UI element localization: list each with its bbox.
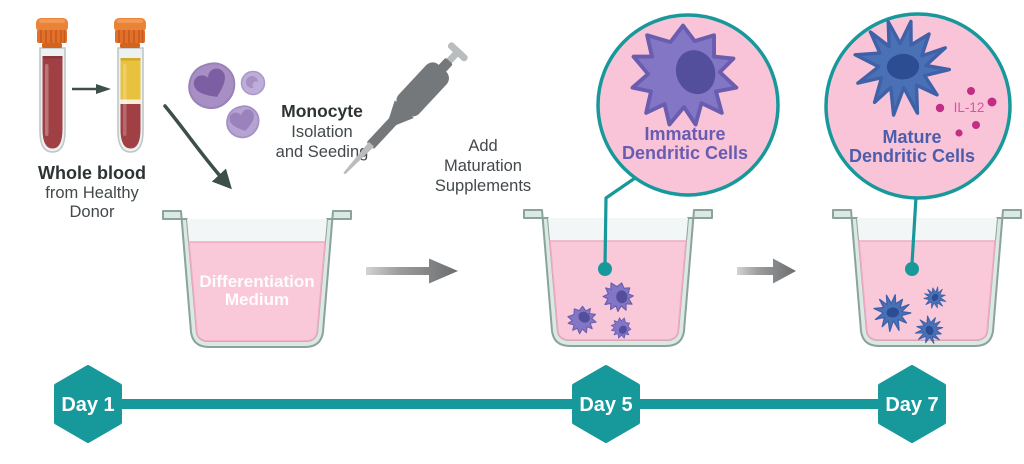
blood-tube-2-icon [114,18,146,153]
immature-callout-line2: Dendritic Cells [622,143,748,163]
maturation-label-line3: Supplements [435,177,531,195]
seeding-curved-arrow-icon [163,104,232,190]
monocyte-label-line1: Monocyte [281,101,363,121]
mature-callout-connector [905,196,919,276]
day1-hexagon [54,365,122,443]
maturation-label-line2: Maturation [444,157,522,175]
mature-callout-line1: Mature [882,127,941,147]
tube-transfer-arrow-icon [72,84,111,94]
donor-label-line2: from Healthy [45,184,139,202]
maturation-label-line1: Add [468,137,497,155]
immature-callout-connector [598,174,639,276]
monocyte-step-label: Monocyte Isolation and Seeding [276,101,369,161]
differentiation-medium-label: Differentiation Medium [199,272,314,309]
blood-tube-1-icon [36,18,68,153]
step-arrow-1-icon [366,258,458,284]
il12-label: IL-12 [954,100,985,115]
il12-dots-icon [935,87,997,137]
day7-hexagon [878,365,946,443]
whole-blood-tubes-icon [36,18,146,153]
day5-label: Day 5 [579,394,632,416]
pipette-icon [343,42,468,175]
day7-label: Day 7 [885,394,938,416]
donor-label-line3: Donor [70,203,115,221]
mature-callout-line2: Dendritic Cells [849,146,975,166]
monocyte-cells-icon [188,62,266,139]
monocyte-label-line3: and Seeding [276,143,369,161]
monocyte-label-line2: Isolation [291,123,352,141]
day1-label: Day 1 [61,394,114,416]
timeline: Day 1 Day 5 Day 7 [54,365,946,443]
medium-label-line2: Medium [225,290,289,309]
donor-label: Whole blood from Healthy Donor [38,163,146,221]
maturation-step-label: Add Maturation Supplements [435,137,531,195]
mature-dc-callout: IL-12 Mature Dendritic Cells [824,9,1012,200]
step-arrow-2-icon [737,258,796,284]
medium-label-line1: Differentiation [199,272,314,291]
immature-dc-callout: Immature Dendritic Cells [596,13,780,197]
day5-hexagon [572,365,640,443]
immature-callout-line1: Immature [644,124,725,144]
donor-label-line1: Whole blood [38,163,146,183]
